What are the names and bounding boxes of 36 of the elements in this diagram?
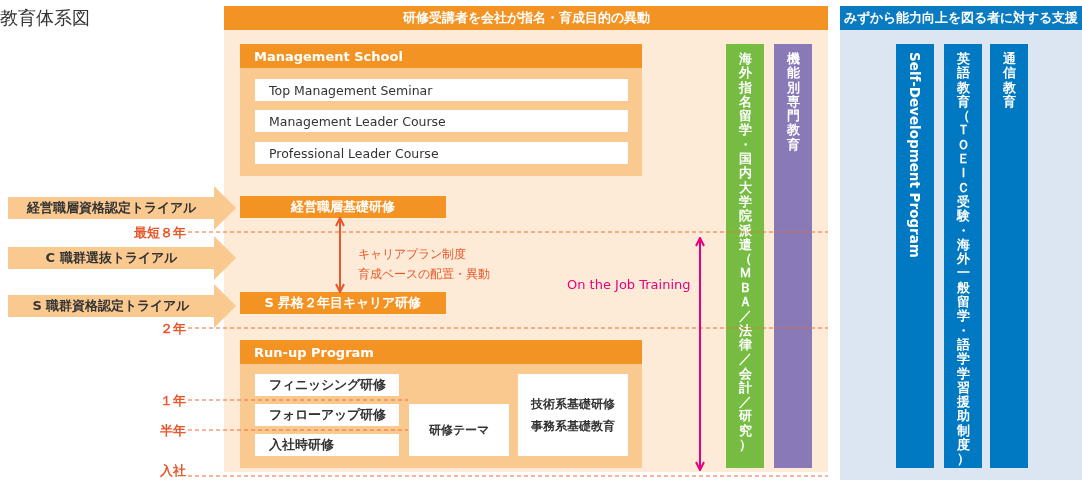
panel-header: みずから能力向上を図る者に対する支援 [840,6,1082,30]
section-panel [224,6,828,472]
course-box: フィニッシング研修 [255,374,399,396]
course-box: 入社時研修 [255,434,399,456]
course-box: Top Management Seminar [255,79,628,101]
banner-label: S 職群資格認定トライアル [31,297,191,315]
panel-header: Run-up Program [240,340,642,364]
course-box: Management Leader Course [255,110,628,132]
time-label: 入社 [160,462,186,480]
axis-label: On the Job Training [567,277,691,292]
vertical-program-bar: Self-Development Program [896,44,934,468]
banner-label: C 職群選抜トライアル [44,249,178,267]
vertical-program-bar: 機能別専門教育 [774,44,812,468]
banner-label: 経営職層資格認定トライアル [25,199,197,217]
section-panel [840,6,1082,480]
note-text: キャリアプラン制度 [358,246,466,263]
course-box: フォローアップ研修 [255,404,399,426]
time-label: 半年 [160,422,186,440]
note-text: 育成ベースの配置・異動 [358,266,490,283]
panel-header: Management School [240,44,642,68]
panel-header: 研修受講者を会社が指名・育成目的の異動 [224,6,828,30]
double-arrow [335,217,345,293]
program-panel [240,44,642,176]
course-box: S 昇格２年目キャリア研修 [240,292,446,314]
diagram-title: 教育体系図 [0,6,90,30]
vertical-program-bar: 海外指名留学・国内大学院派遣（ＭＢＡ／法律／会計／研究） [726,44,764,468]
time-label: ２年 [160,320,186,338]
course-box: 技術系基礎研修 事務系基礎教育 [518,374,628,456]
program-panel [240,340,642,468]
vertical-program-bar: 英語教育（ＴＯＥＩＣ受験・海外一般留学・語学学習援助制度） [944,44,982,468]
course-box: Professional Leader Course [255,142,628,164]
course-box: 研修テーマ [409,404,509,456]
vertical-program-bar: 通信教育 [990,44,1028,468]
time-label: １年 [160,392,186,410]
time-label: 最短８年 [134,224,186,242]
course-box: 経営職層基礎研修 [240,196,446,218]
